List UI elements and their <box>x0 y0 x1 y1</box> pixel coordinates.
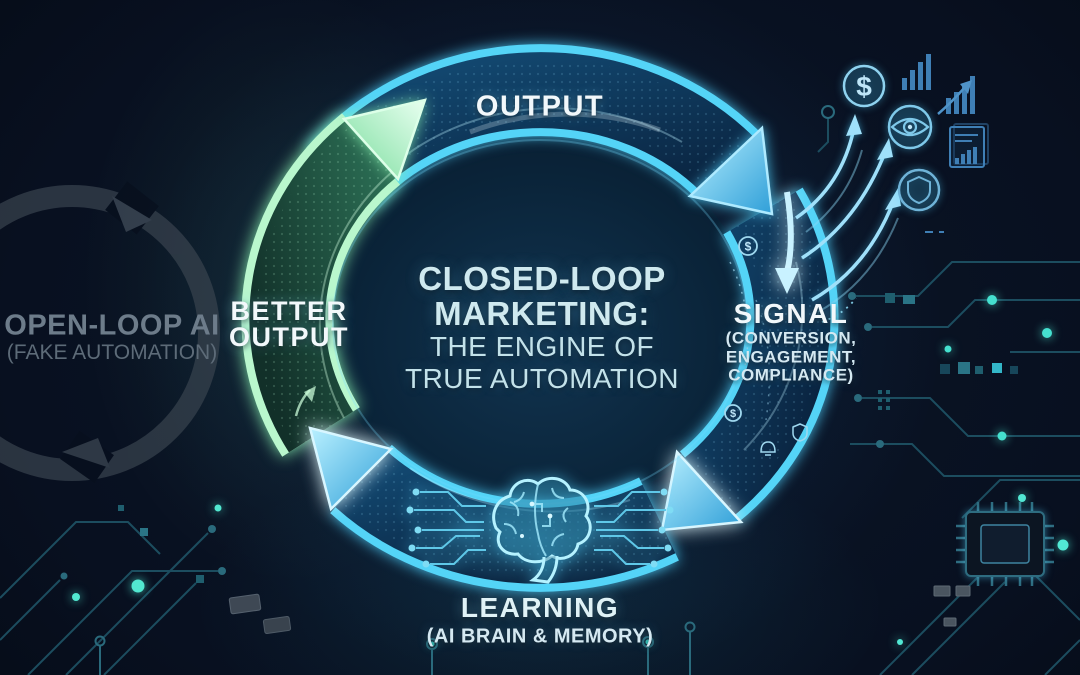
circuit-glow-dots-right <box>944 295 1052 441</box>
circuit-pads-right <box>878 293 1018 410</box>
center-disc <box>327 134 753 510</box>
kpi-icons: $ <box>842 54 989 233</box>
signal-sub-line3: COMPLIANCE) <box>728 365 854 385</box>
trend-chart-icon <box>937 76 975 115</box>
mini-shield-icon <box>792 423 808 442</box>
right-arc <box>679 187 839 523</box>
mini-dollar-icon <box>738 236 758 256</box>
signal-flow-arrows <box>775 114 901 323</box>
chip-icon <box>956 502 1054 586</box>
shield-icon <box>897 168 941 212</box>
circuit-resistors-right <box>933 585 971 627</box>
in-band-mini-icons: $ $ <box>724 236 808 456</box>
arrowhead-signal-to-learning <box>660 449 744 532</box>
circuit-glow-dots-bottom-right <box>897 494 1069 645</box>
arrowhead-output-to-signal <box>687 125 774 216</box>
mini-bell-icon <box>760 441 776 456</box>
brain-stem <box>529 555 559 584</box>
circuit-components-left <box>228 593 292 634</box>
stage-label-better-output: BETTER OUTPUT <box>229 296 349 352</box>
flow-arrow-3 <box>811 199 896 302</box>
svg-text:$: $ <box>856 71 872 102</box>
circuit-traces-bottom-left <box>0 505 226 675</box>
center-title-line1: CLOSED-LOOP <box>418 260 666 297</box>
arrowhead-learning-to-better <box>308 426 394 512</box>
green-arc <box>241 113 401 457</box>
flow-arrow-1 <box>795 127 856 220</box>
down-arrow <box>784 191 794 273</box>
stage-label-learning: LEARNING <box>460 592 620 623</box>
center-title-line3: THE ENGINE OF <box>429 331 655 362</box>
bar-chart-icon <box>902 54 931 90</box>
brain-circuit-right <box>594 488 674 568</box>
arrowhead-better-to-output-edge <box>341 98 427 182</box>
center-title: CLOSED-LOOP MARKETING: THE ENGINE OF TRU… <box>405 261 679 395</box>
brain-icon <box>406 476 674 584</box>
brain-circuit-left <box>406 488 486 568</box>
stage-label-signal: SIGNAL <box>733 298 849 329</box>
signal-sub-line1: (CONVERSION, <box>725 328 857 348</box>
mini-dollar-icon-2 <box>724 404 742 422</box>
mini-dollar-glyph-2: $ <box>730 408 736 420</box>
stage-label-output: OUTPUT <box>475 90 605 123</box>
report-icon <box>949 123 989 168</box>
center-title-line4: TRUE AUTOMATION <box>404 363 680 394</box>
circuit-traces-bottom-right <box>879 559 1080 675</box>
brain-folds <box>503 483 569 557</box>
learning-sublabel: (AI BRAIN & MEMORY) <box>426 625 654 648</box>
better-output-line1: BETTER <box>230 296 348 326</box>
signal-sublabel: (CONVERSION, ENGAGEMENT, COMPLIANCE) <box>726 329 857 385</box>
open-loop-arrow-bottom <box>62 438 110 468</box>
flow-arrow-2 <box>801 149 888 260</box>
better-output-line2: OUTPUT <box>229 322 349 352</box>
closed-loop-ring <box>241 44 839 592</box>
eye-icon <box>887 104 933 150</box>
circuit-traces-right <box>817 105 1080 519</box>
center-title-line2: MARKETING: <box>434 295 650 332</box>
open-loop-label: OPEN-LOOP AI <box>4 309 220 342</box>
brain-outline <box>492 476 592 564</box>
circuit-glow-dots-left <box>72 504 222 601</box>
open-loop-arrow-top <box>112 196 152 232</box>
circuit-stubs-bottom <box>94 621 696 675</box>
mini-dollar-glyph: $ <box>745 240 752 254</box>
open-loop-sublabel: (FAKE AUTOMATION) <box>6 341 218 364</box>
signal-sub-line2: ENGAGEMENT, <box>725 346 857 366</box>
open-loop-ring <box>0 181 220 483</box>
dollar-icon: $ <box>842 64 886 108</box>
